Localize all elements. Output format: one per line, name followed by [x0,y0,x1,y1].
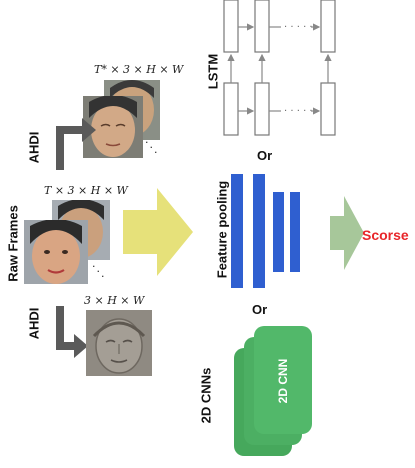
cnn-card-front [254,326,312,434]
cnn-2d-card-label: 2D CNN [276,358,290,404]
or-bottom-label: Or [252,302,268,317]
feature-pooling-label: Feature pooling [214,180,230,279]
elbow-arrow-icon [56,118,96,170]
lstm-cell-icon [254,0,270,53]
top-shape-math: T* × 3 × H × W [94,63,184,76]
ellipsis-dots: · · · [145,136,159,159]
ahdi-bottom-label: AHDI [26,307,42,340]
or-top-label: Or [257,148,273,163]
bottom-shape-math: 3 × H × W [84,294,145,307]
lstm-cell-icon [320,0,336,53]
svg-text:· · · · ·: · · · · · [284,22,313,33]
elbow-arrow-icon [56,306,88,358]
arrow-right-icon [330,196,364,270]
pooling-bar-3 [273,192,284,272]
lstm-cell-icon [223,0,239,53]
ahdi-top-label: AHDI [26,131,42,164]
pooling-bar-2 [253,174,265,288]
pooling-bar-4 [290,192,300,272]
lstm-cell-icon [254,82,270,136]
svg-text:· · · · ·: · · · · · [284,106,313,117]
lstm-label: LSTM [205,53,221,90]
lstm-cell-icon [223,82,239,136]
face-photo-icon [83,96,143,158]
lstm-cell-icon [320,82,336,136]
face-photo-icon [86,310,152,376]
pooling-bar-1 [231,174,243,288]
score-label: Scorse [362,227,409,243]
lstm-diagram: · · · · · · · · · · [223,0,336,136]
arrow-right-icon [123,188,193,276]
raw-frames-label: Raw Frames [5,205,21,282]
ellipsis-dots: · · · [92,260,106,283]
face-photo-icon [24,220,88,284]
mid-shape-math: T × 3 × H × W [44,184,128,197]
cnn-2d-side-label: 2D CNNs [198,367,214,424]
